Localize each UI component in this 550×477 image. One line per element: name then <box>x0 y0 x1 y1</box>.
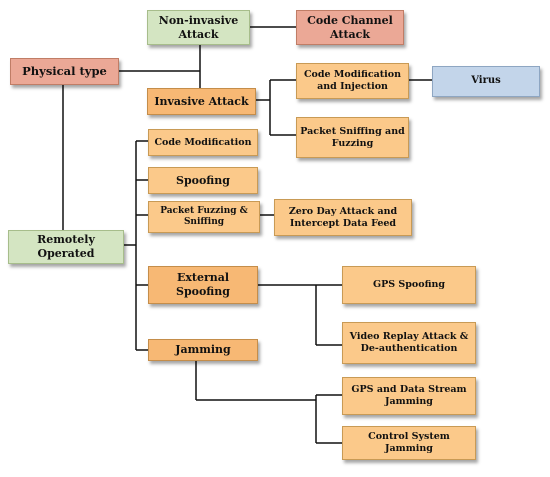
zero-day-attack-label: Zero Day Attack and Intercept Data Feed <box>288 205 398 229</box>
gps-data-stream-jamming-node: GPS and Data Stream Jamming <box>342 377 476 415</box>
packet-sniffing-fuzzing-node: Packet Sniffing and Fuzzing <box>296 117 409 158</box>
video-replay-attack-label: Video Replay Attack & De-authentication <box>349 331 469 354</box>
control-system-jamming-node: Control System Jamming <box>342 426 476 460</box>
code-modification-node: Code Modification <box>148 129 258 156</box>
virus-label: Virus <box>471 75 501 87</box>
control-system-jamming-label: Control System Jamming <box>368 431 450 454</box>
non-invasive-attack-label: Non-invasive Attack <box>158 13 239 41</box>
gps-data-stream-jamming-label: GPS and Data Stream Jamming <box>351 384 467 407</box>
video-replay-attack-node: Video Replay Attack & De-authentication <box>342 322 476 364</box>
code-modification-injection-node: Code Modification and Injection <box>296 63 409 99</box>
virus-node: Virus <box>432 66 540 97</box>
physical-type-node: Physical type <box>10 58 119 85</box>
spoofing-label: Spoofing <box>176 173 230 187</box>
remotely-operated-node: Remotely Operated <box>8 230 124 264</box>
non-invasive-attack-node: Non-invasive Attack <box>147 10 250 45</box>
external-spoofing-node: External Spoofing <box>148 266 258 304</box>
packet-sniffing-fuzzing-label: Packet Sniffing and Fuzzing <box>300 125 405 149</box>
code-modification-label: Code Modification <box>154 136 252 148</box>
jamming-label: Jamming <box>175 343 231 357</box>
code-channel-attack-label: Code Channel Attack <box>307 13 393 41</box>
remotely-operated-label: Remotely Operated <box>37 233 95 260</box>
jamming-node: Jamming <box>148 339 258 361</box>
gps-spoofing-label: GPS Spoofing <box>372 279 446 291</box>
spoofing-node: Spoofing <box>148 167 258 194</box>
packet-fuzzing-sniffing-label: Packet Fuzzing & Sniffing <box>160 205 248 227</box>
external-spoofing-label: External Spoofing <box>176 271 230 298</box>
packet-fuzzing-sniffing-node: Packet Fuzzing & Sniffing <box>148 201 260 233</box>
invasive-attack-label: Invasive Attack <box>154 94 249 108</box>
zero-day-attack-node: Zero Day Attack and Intercept Data Feed <box>274 199 412 236</box>
code-modification-injection-label: Code Modification and Injection <box>303 69 402 92</box>
gps-spoofing-node: GPS Spoofing <box>342 266 476 304</box>
invasive-attack-node: Invasive Attack <box>147 88 256 115</box>
code-channel-attack-node: Code Channel Attack <box>296 10 404 45</box>
physical-type-label: Physical type <box>22 64 107 79</box>
